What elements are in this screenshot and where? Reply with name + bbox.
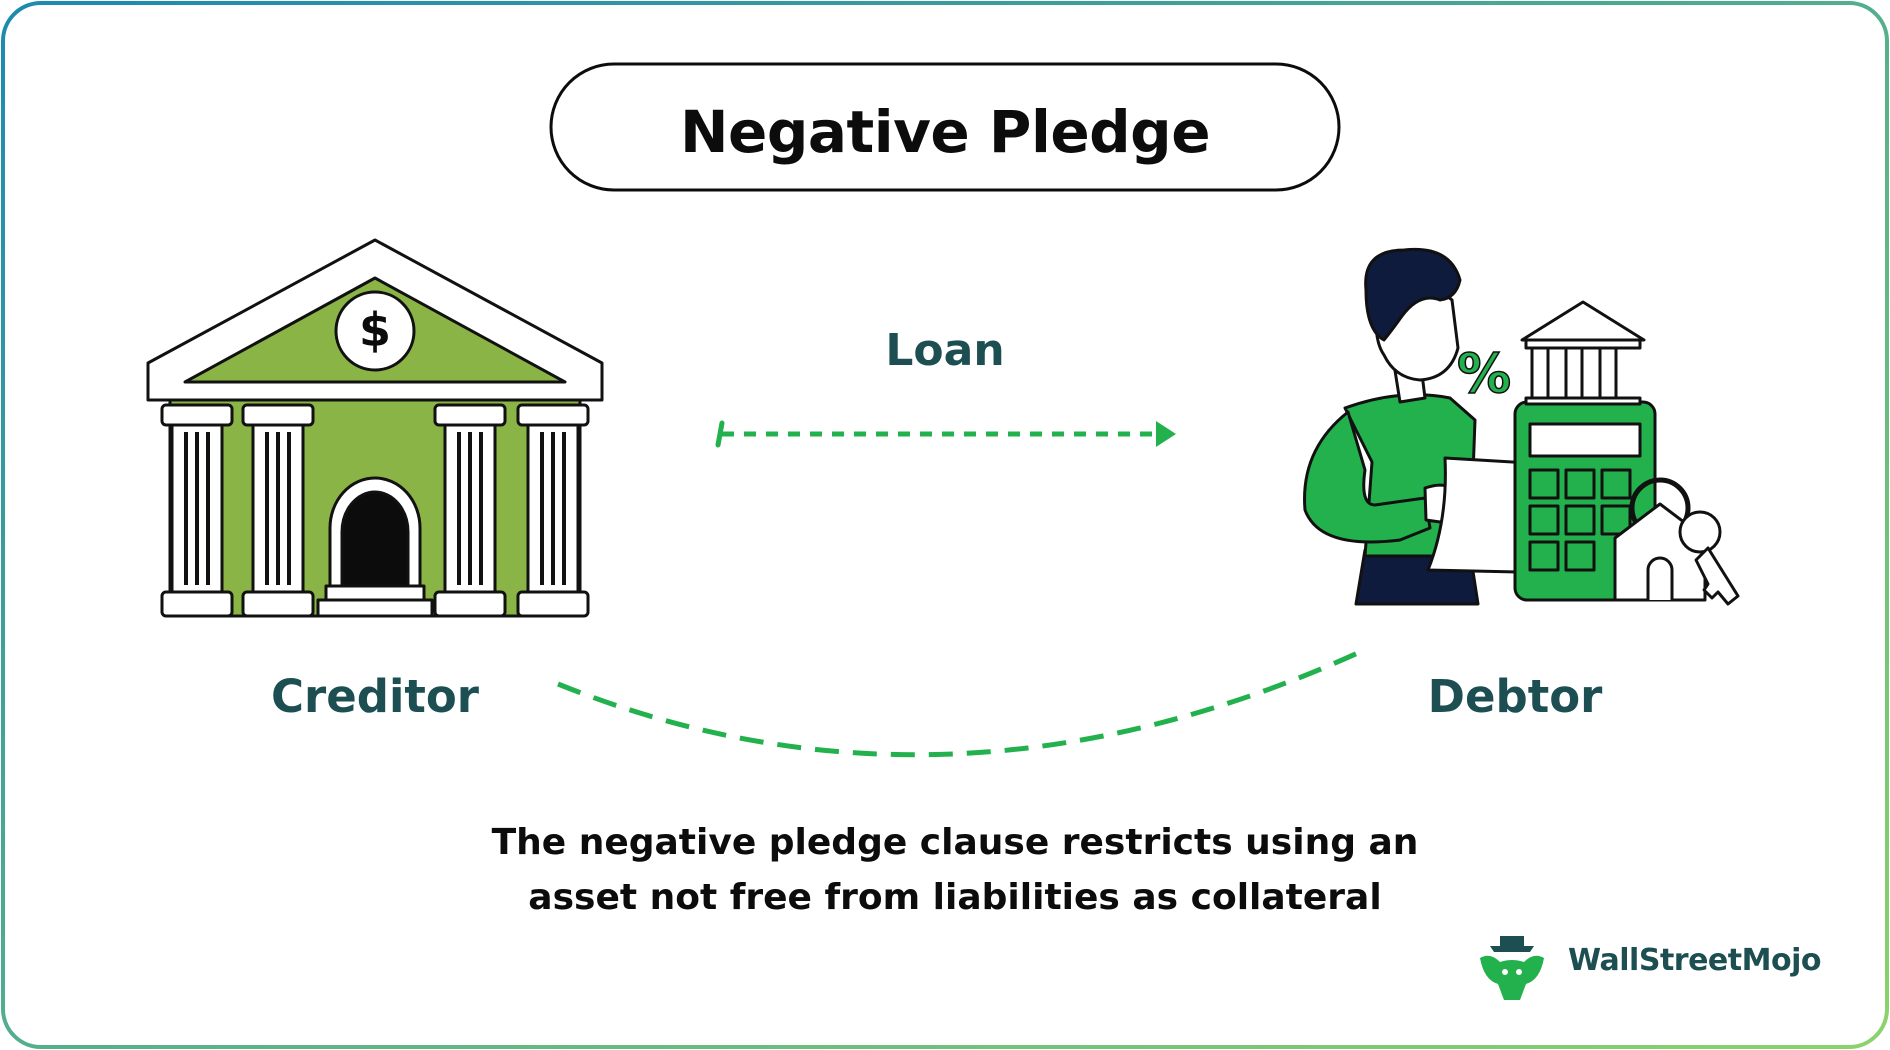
description-text: The negative pledge clause restricts usi…: [491, 822, 1419, 918]
brand-name: WallStreetMojo: [1568, 943, 1821, 978]
dashed-arrow-icon: [715, 420, 1176, 448]
wallstreetmojo-logo-icon: [1480, 936, 1544, 1000]
debtor-label: Debtor: [1427, 670, 1603, 723]
bank-building-icon: [146, 238, 604, 618]
percent-icon: %: [1457, 342, 1511, 405]
loan-label: Loan: [885, 325, 1005, 376]
person-with-calculator-icon: [1303, 247, 1740, 606]
dollar-sign-icon: $: [359, 303, 391, 357]
creditor-label: Creditor: [271, 670, 479, 723]
page-title: Negative Pledge: [679, 98, 1211, 166]
title-pill: [549, 62, 1341, 192]
dashed-curve: [557, 649, 1362, 758]
